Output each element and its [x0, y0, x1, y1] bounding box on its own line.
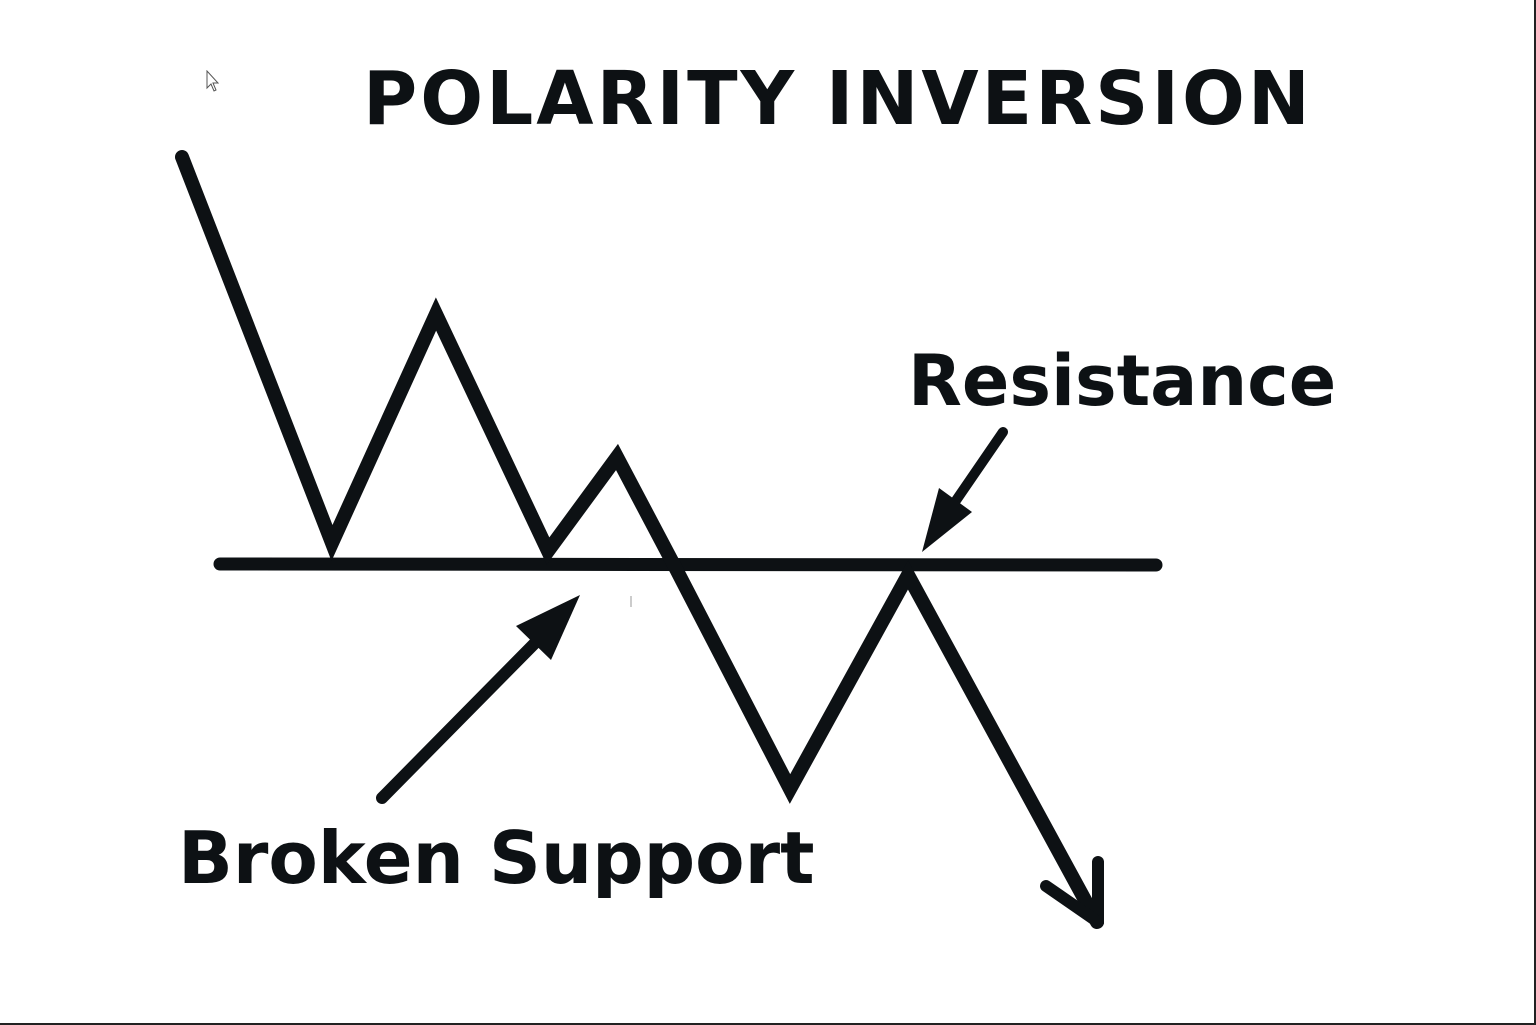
resistance-arrow — [922, 427, 1008, 552]
broken-support-arrow — [376, 595, 580, 804]
broken-support-label: Broken Support — [178, 816, 815, 900]
price-arrowhead — [1040, 856, 1104, 928]
diagram-title: POLARITY INVERSION — [363, 56, 1313, 142]
resistance-label: Resistance — [908, 340, 1337, 422]
mouse-pointer-icon — [206, 69, 222, 99]
price-path — [175, 150, 1104, 929]
level-line — [213, 557, 1163, 572]
